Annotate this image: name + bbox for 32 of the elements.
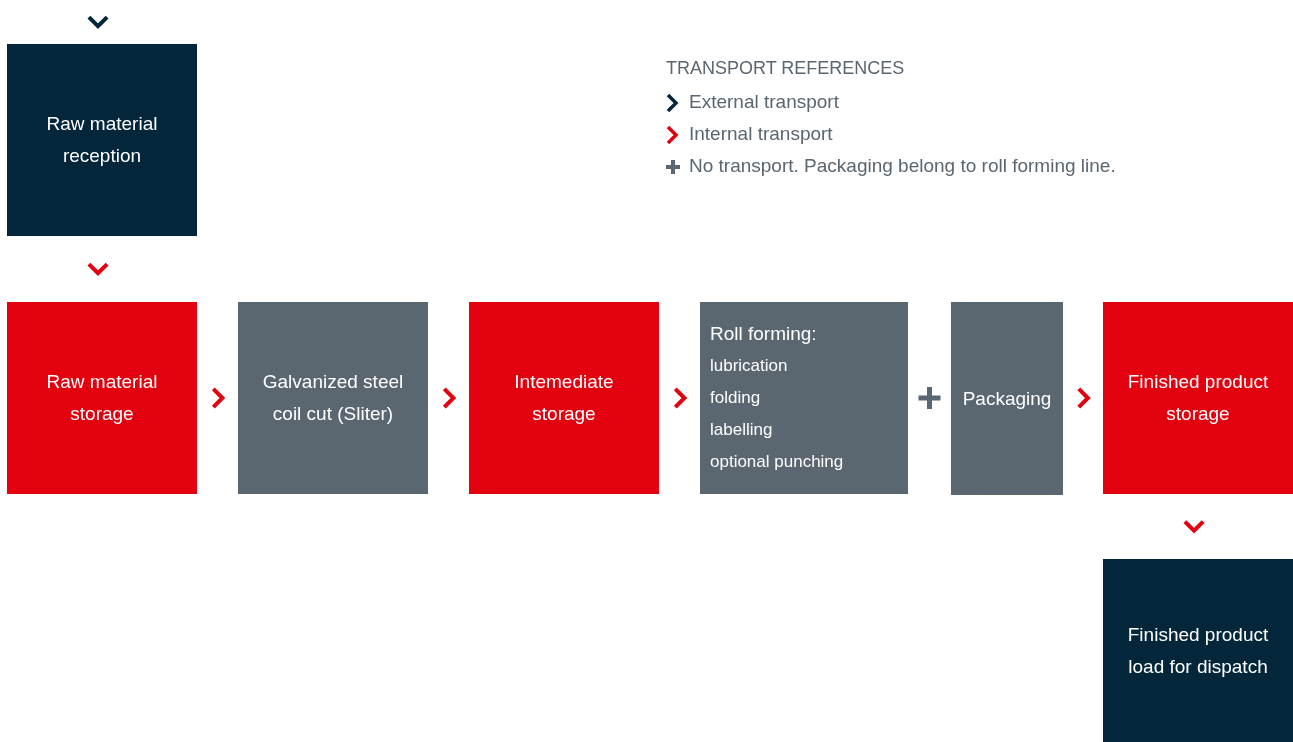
arrow [673,387,688,409]
process-box [700,302,908,494]
legend-text: Internal transport [689,123,833,145]
process-box [951,302,1063,495]
process-box [1103,302,1293,494]
arrow [87,15,109,30]
process-box [469,302,659,494]
legend-text: External transport [689,91,839,113]
list-item: lubrication [710,355,788,377]
arrow [1077,387,1091,409]
arrow [87,262,109,277]
process-box [7,44,197,236]
list-item: folding [710,387,761,409]
node-title: Raw material reception [45,112,159,168]
node-title: Finished product storage [1126,370,1270,426]
node-title: Galvanized steel coil cut (Sliter) [261,370,405,426]
process-box [238,302,428,494]
node-title: Finished product load for dispatch [1126,622,1270,679]
node-title: Roll forming: [710,322,817,346]
legend-title: TRANSPORT REFERENCES [666,58,905,79]
plus-sign [916,384,943,412]
arrow [1183,520,1205,534]
process-box [1103,559,1293,742]
process-box [7,302,197,494]
node-title: Intemediate storage [513,370,615,426]
node-title: Packaging [962,386,1052,411]
list-item: labelling [710,419,773,441]
arrow [442,387,457,409]
arrow [211,387,226,409]
node-title: Raw material storage [45,370,159,426]
list-item: optional punching [710,451,844,473]
legend-text: No transport. Packaging belong to roll forming line. [689,155,1116,177]
